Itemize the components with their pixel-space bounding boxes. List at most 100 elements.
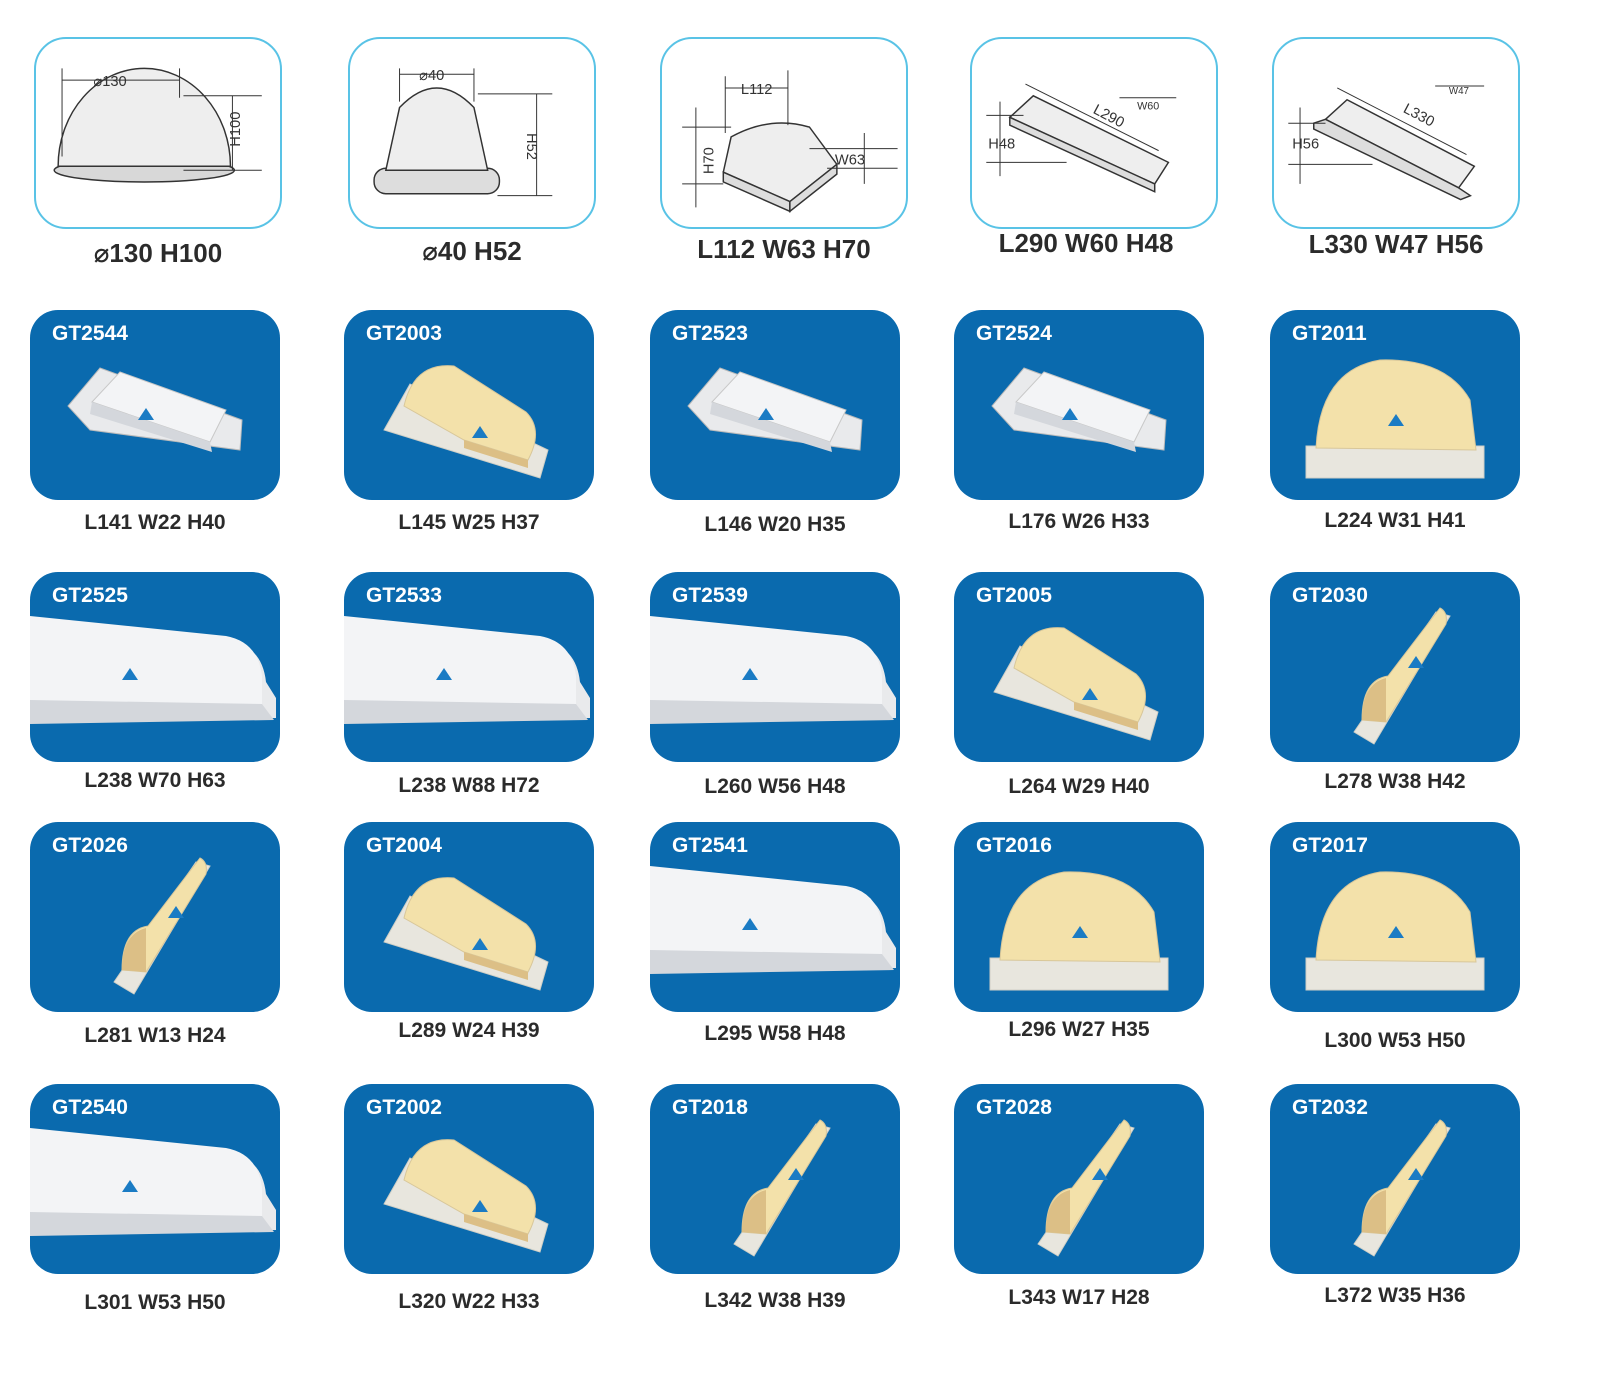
- product-card: GT2002: [344, 1084, 594, 1274]
- product-card: GT2533: [344, 572, 594, 762]
- product-dimensions: L372 W35 H36: [1324, 1284, 1466, 1307]
- product-photo: [1353, 607, 1451, 745]
- product-photo: [1037, 1119, 1135, 1257]
- diagram-caption: ⌀40 H52: [422, 236, 522, 266]
- product-card: GT2540: [30, 1084, 280, 1274]
- label-h52: H52: [523, 133, 539, 160]
- product-code: GT2032: [1292, 1096, 1368, 1119]
- product-dimensions: L289 W24 H39: [398, 1019, 540, 1042]
- product-code: GT2002: [366, 1096, 442, 1119]
- product-photo: [67, 367, 243, 452]
- diagram-caption: ⌀130 H100: [93, 238, 223, 268]
- product-dimensions: L342 W38 H39: [704, 1289, 846, 1312]
- product-code: GT2011: [1292, 322, 1367, 345]
- product-dimensions: L238 W88 H72: [398, 774, 540, 797]
- diagram-caption: L112 W63 H70: [697, 234, 871, 264]
- label-w60: W60: [1137, 101, 1159, 113]
- product-dimensions: L296 W27 H35: [1008, 1018, 1150, 1041]
- product-card: GT2003: [344, 310, 594, 500]
- product-photo: [1305, 871, 1485, 991]
- product-code: GT2539: [672, 584, 748, 607]
- product-card: GT2523: [650, 310, 900, 500]
- product-photo: [650, 616, 896, 724]
- product-dimensions: L145 W25 H37: [398, 511, 540, 534]
- label-l330: L330: [1400, 101, 1436, 130]
- product-card: GT2016: [954, 822, 1204, 1012]
- product-card: GT2544: [30, 310, 280, 500]
- product-dimensions: L264 W29 H40: [1008, 775, 1150, 798]
- product-card: GT2028: [954, 1084, 1204, 1274]
- product-dimensions: L238 W70 H63: [84, 769, 226, 792]
- diagram-dome: ⌀130 H100: [34, 37, 282, 229]
- product-card: GT2017: [1270, 822, 1520, 1012]
- diagram-profile: L330 H56 W47: [1272, 37, 1520, 229]
- product-code: GT2541: [672, 834, 748, 857]
- product-card: GT2026: [30, 822, 280, 1012]
- product-dimensions: L141 W22 H40: [84, 511, 226, 534]
- product-photo: [383, 877, 549, 991]
- product-code: GT2525: [52, 584, 128, 607]
- label-h48: H48: [988, 137, 1015, 153]
- label-h56: H56: [1292, 137, 1319, 153]
- product-code: GT2026: [52, 834, 128, 857]
- product-photo: [30, 1128, 276, 1236]
- product-code: GT2016: [976, 834, 1052, 857]
- product-photo: [383, 365, 549, 479]
- product-photo: [991, 367, 1167, 452]
- product-dimensions: L146 W20 H35: [704, 513, 846, 536]
- product-code: GT2004: [366, 834, 442, 857]
- label-h70: H70: [702, 147, 718, 174]
- label-w63: W63: [835, 152, 865, 168]
- product-dimensions: L281 W13 H24: [84, 1024, 226, 1047]
- label-w47: W47: [1449, 86, 1469, 97]
- label-dia130: ⌀130: [93, 74, 126, 90]
- product-dimensions: L300 W53 H50: [1324, 1029, 1466, 1052]
- product-dimensions: L320 W22 H33: [398, 1290, 540, 1313]
- product-dimensions: L224 W31 H41: [1324, 509, 1466, 532]
- product-dimensions: L301 W53 H50: [84, 1291, 226, 1314]
- label-h100: H100: [228, 112, 244, 147]
- product-photo: [344, 616, 590, 724]
- product-photo: [30, 616, 276, 724]
- product-photo: [989, 871, 1169, 991]
- diagram-caption: L290 W60 H48: [998, 228, 1174, 258]
- product-code: GT2018: [672, 1096, 748, 1119]
- product-photo: [383, 1139, 549, 1253]
- product-photo: [113, 857, 211, 995]
- product-photo: [733, 1119, 831, 1257]
- diagram-block: L112 H70 W63: [660, 37, 908, 229]
- product-photo: [993, 627, 1159, 741]
- product-code: GT2523: [672, 322, 748, 345]
- product-photo: [1353, 1119, 1451, 1257]
- diagram-caption: L330 W47 H56: [1308, 229, 1484, 259]
- product-code: GT2544: [52, 322, 128, 345]
- diagram-bell: ⌀40 H52: [348, 37, 596, 229]
- product-card: GT2011: [1270, 310, 1520, 500]
- product-card: GT2030: [1270, 572, 1520, 762]
- product-card: GT2032: [1270, 1084, 1520, 1274]
- product-dimensions: L343 W17 H28: [1008, 1286, 1150, 1309]
- product-code: GT2003: [366, 322, 442, 345]
- product-code: GT2524: [976, 322, 1052, 345]
- product-dimensions: L278 W38 H42: [1324, 770, 1466, 793]
- product-card: GT2005: [954, 572, 1204, 762]
- product-code: GT2028: [976, 1096, 1052, 1119]
- product-card: GT2004: [344, 822, 594, 1012]
- product-photo: [687, 367, 863, 452]
- product-card: GT2018: [650, 1084, 900, 1274]
- diagram-strip: L290 H48 W60: [970, 37, 1218, 229]
- product-dimensions: L176 W26 H33: [1008, 510, 1150, 533]
- product-dimensions: L260 W56 H48: [704, 775, 846, 798]
- product-card: GT2539: [650, 572, 900, 762]
- product-dimensions: L295 W58 H48: [704, 1022, 846, 1045]
- product-code: GT2005: [976, 584, 1052, 607]
- product-photo: [650, 866, 896, 974]
- product-card: GT2524: [954, 310, 1204, 500]
- product-code: GT2540: [52, 1096, 128, 1119]
- label-l112: L112: [741, 82, 773, 98]
- product-code: GT2017: [1292, 834, 1368, 857]
- product-code: GT2030: [1292, 584, 1368, 607]
- product-code: GT2533: [366, 584, 442, 607]
- label-dia40: ⌀40: [419, 68, 444, 84]
- product-card: GT2541: [650, 822, 900, 1012]
